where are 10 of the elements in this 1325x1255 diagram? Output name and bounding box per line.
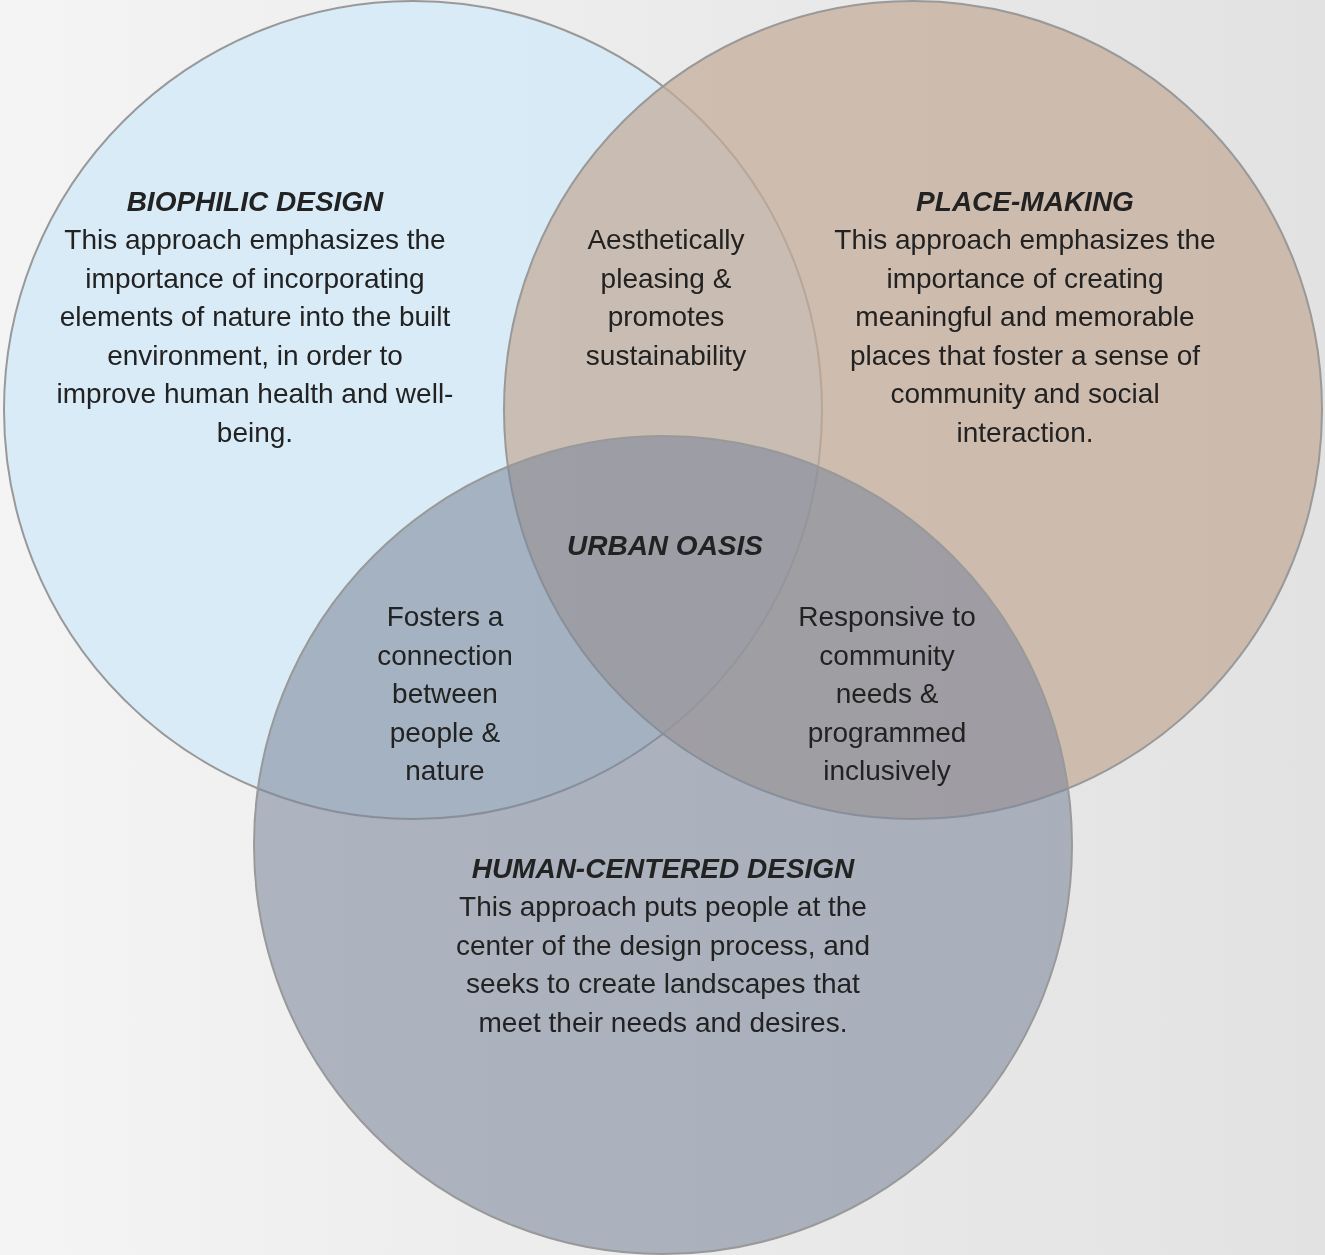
circle-description: This approach emphasizes the importance of creating meaningful and memorable places that foster a sense of community and social interaction. (833, 223, 1217, 450)
circle-heading: HUMAN-CENTERED DESIGN (470, 852, 856, 886)
circle-heading: PLACE-MAKING (915, 185, 1135, 219)
circle-heading: BIOPHILIC DESIGN (125, 185, 385, 219)
overlap-text: Responsive to community needs & programmed inclusively (797, 600, 977, 788)
overlap-text: Fosters a connection between people & nature (376, 600, 514, 788)
center-title: URBAN OASIS (566, 529, 764, 563)
overlap-text: Aesthetically pleasing & promotes sustainability (584, 223, 748, 373)
circle-description: This approach puts people at the center of the design process, and seeks to create landscapes that meet their needs and desires. (454, 890, 871, 1040)
circle-description: This approach emphasizes the importance of incorporating elements of nature into the built environment, in order to improve human health and well-being. (55, 223, 455, 450)
